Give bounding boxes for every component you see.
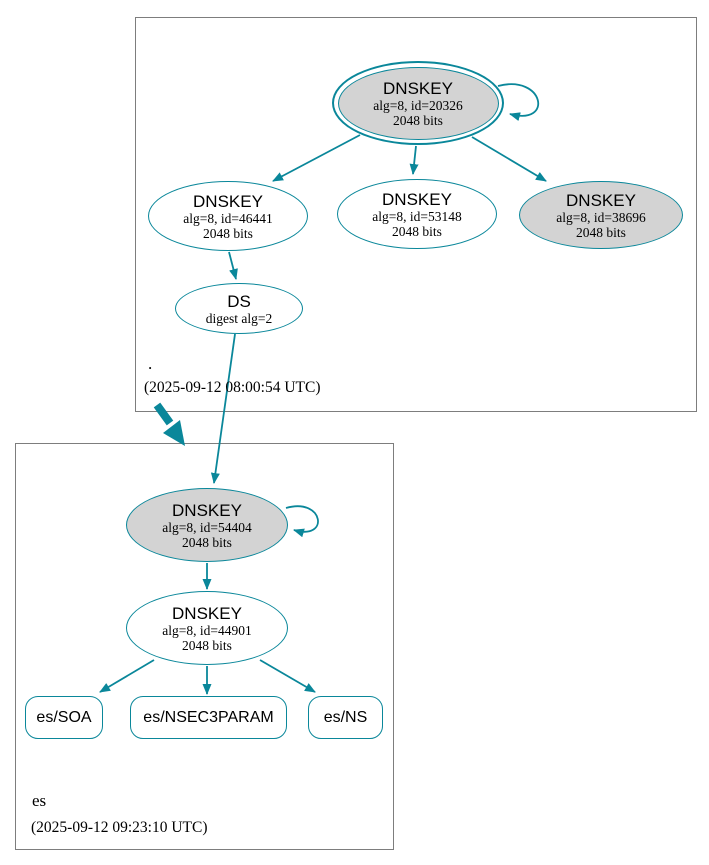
zone-root-timestamp: (2025-09-12 08:00:54 UTC) bbox=[144, 379, 321, 396]
node-bits: 2048 bits bbox=[182, 534, 232, 550]
node-alg-id: alg=8, id=44901 bbox=[162, 622, 252, 638]
node-title: DNSKEY bbox=[172, 500, 242, 520]
node-alg-id: alg=8, id=20326 bbox=[373, 97, 463, 113]
node-title: DNSKEY bbox=[566, 190, 636, 210]
node-bits: 2048 bits bbox=[203, 225, 253, 241]
node-dnskey-20326-inner: DNSKEY alg=8, id=20326 2048 bits bbox=[337, 66, 499, 140]
node-digest: digest alg=2 bbox=[205, 310, 273, 326]
node-rrset-es-soa[interactable]: es/SOA bbox=[25, 696, 103, 739]
node-dnskey-44901[interactable]: DNSKEY alg=8, id=44901 2048 bits bbox=[126, 591, 288, 665]
node-title: DNSKEY bbox=[193, 191, 263, 211]
node-alg-id: alg=8, id=46441 bbox=[183, 210, 273, 226]
rrset-label: es/SOA bbox=[36, 708, 92, 726]
node-dnskey-38696[interactable]: DNSKEY alg=8, id=38696 2048 bits bbox=[519, 181, 683, 249]
node-alg-id: alg=8, id=53148 bbox=[372, 208, 462, 224]
zone-es-timestamp: (2025-09-12 09:23:10 UTC) bbox=[31, 819, 208, 836]
node-title: DS bbox=[227, 291, 251, 311]
node-title: DNSKEY bbox=[382, 189, 452, 209]
node-bits: 2048 bits bbox=[182, 637, 232, 653]
zone-es-label: es bbox=[32, 791, 47, 810]
node-dnskey-54404[interactable]: DNSKEY alg=8, id=54404 2048 bits bbox=[126, 488, 288, 562]
rrset-label: es/NS bbox=[323, 708, 368, 726]
node-ds[interactable]: DS digest alg=2 bbox=[175, 283, 303, 334]
node-dnskey-46441[interactable]: DNSKEY alg=8, id=46441 2048 bits bbox=[148, 181, 308, 251]
node-rrset-es-nsec3param[interactable]: es/NSEC3PARAM bbox=[130, 696, 287, 739]
node-dnskey-20326[interactable]: DNSKEY alg=8, id=20326 2048 bits bbox=[332, 61, 504, 145]
node-title: DNSKEY bbox=[383, 78, 453, 98]
node-alg-id: alg=8, id=54404 bbox=[162, 519, 252, 535]
zone-es-cluster bbox=[15, 443, 394, 850]
node-rrset-es-ns[interactable]: es/NS bbox=[308, 696, 383, 739]
zone-root-cluster bbox=[135, 17, 697, 412]
node-alg-id: alg=8, id=38696 bbox=[556, 209, 646, 225]
node-bits: 2048 bits bbox=[576, 224, 626, 240]
zone-root-label: . bbox=[148, 354, 153, 373]
rrset-label: es/NSEC3PARAM bbox=[143, 708, 274, 726]
node-bits: 2048 bits bbox=[393, 112, 443, 128]
node-bits: 2048 bits bbox=[392, 223, 442, 239]
node-dnskey-53148[interactable]: DNSKEY alg=8, id=53148 2048 bits bbox=[337, 179, 497, 249]
node-title: DNSKEY bbox=[172, 603, 242, 623]
